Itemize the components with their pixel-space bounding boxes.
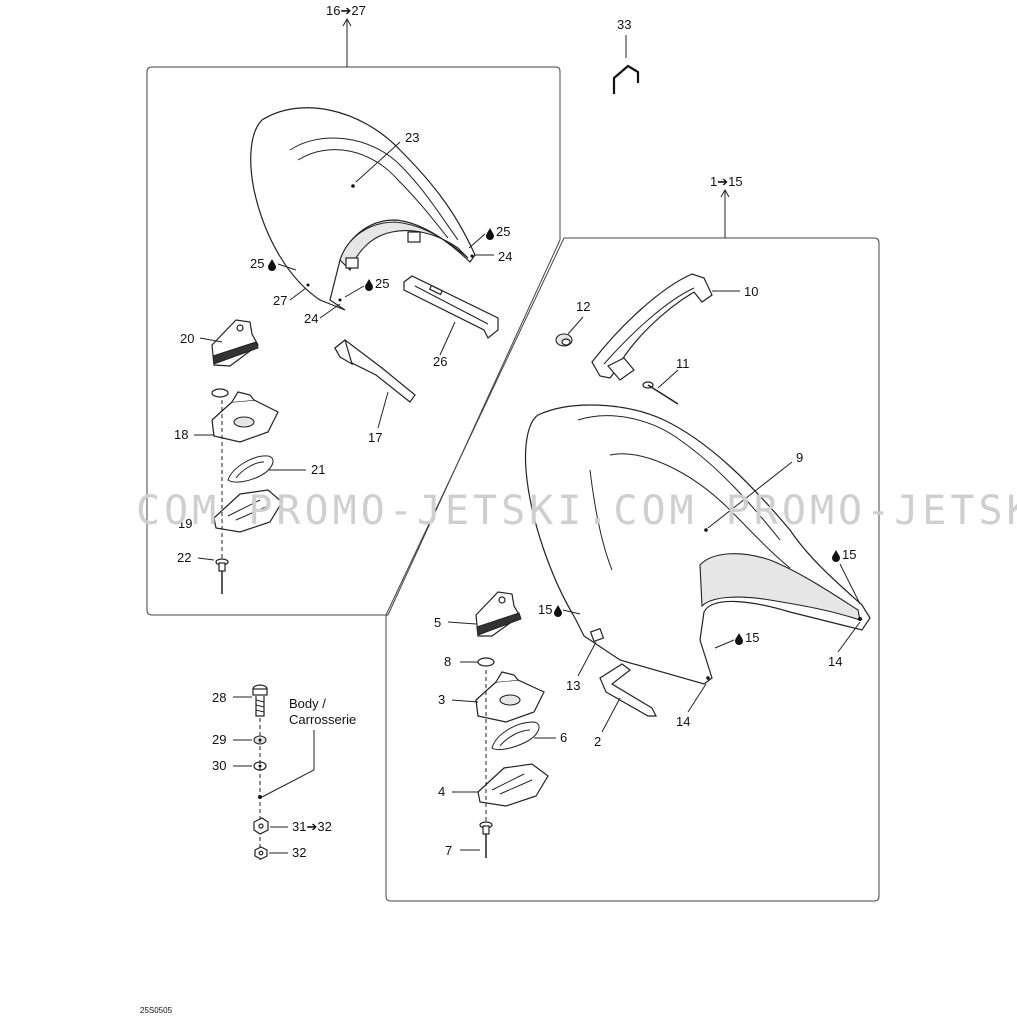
callout-27: 27 (273, 293, 287, 308)
drop-icon (735, 633, 743, 645)
washer (211, 388, 229, 398)
grab-handle-10 (591, 273, 713, 381)
body-label-line1: Body / (289, 696, 326, 711)
callout-8: 8 (444, 654, 451, 669)
drop-icon (268, 259, 276, 271)
allen-key-17 (334, 338, 416, 403)
screw-11 (642, 381, 679, 405)
body-label-line2: Carrosserie (289, 712, 356, 727)
rear-seat-cover-23 (250, 107, 476, 311)
nut-32 (254, 846, 268, 860)
callout-33: 33 (617, 17, 631, 32)
seat-strap-26 (403, 275, 499, 339)
callout-17: 17 (368, 430, 382, 445)
drop-icon (832, 550, 840, 562)
drop-icon (486, 228, 494, 240)
mount-point (258, 795, 262, 799)
callout-22: 22 (177, 550, 191, 565)
callout-19: 19 (178, 516, 192, 531)
latch-lower-4 (477, 763, 549, 807)
latch-lower-19 (213, 489, 283, 533)
spring-6 (491, 721, 540, 751)
callout-26: 26 (433, 354, 447, 369)
callout-4: 4 (438, 784, 445, 799)
cap-12 (555, 333, 573, 347)
callout-30: 30 (212, 758, 226, 773)
callout-20: 20 (180, 331, 194, 346)
callout-21: 21 (311, 462, 325, 477)
rear-seat-frame (146, 17, 561, 616)
callout-7: 7 (445, 843, 452, 858)
rivet-7 (479, 821, 493, 858)
callout-11: 11 (676, 356, 690, 371)
clip-part-33 (612, 64, 640, 94)
callout-10: 10 (744, 284, 758, 299)
latch-base-18 (211, 391, 279, 443)
callout-14: 14 (676, 714, 690, 729)
callout-25: 25 (496, 224, 510, 239)
rivet-22 (215, 558, 229, 594)
watermark: COM PROMO-JETSKI.COM PROMO-JETSK (136, 488, 1017, 534)
callout-9: 9 (796, 450, 803, 465)
front-seat-range-label: 1➔15 (710, 174, 743, 189)
front-seat-9 (524, 404, 871, 685)
callout-15: 15 (745, 630, 759, 645)
callout-2: 2 (594, 734, 601, 749)
callout-15: 15 (842, 547, 856, 562)
bolt-28 (252, 684, 268, 717)
latch-base-3 (475, 671, 545, 723)
callout-12: 12 (576, 299, 590, 314)
callout-3: 3 (438, 692, 445, 707)
front-seat-frame (385, 188, 880, 902)
rear-seat-range-label: 16➔27 (326, 3, 366, 18)
callout-32: 32 (292, 845, 306, 860)
callout-15: 15 (538, 602, 552, 617)
callout-13: 13 (566, 678, 580, 693)
drop-icon (554, 605, 562, 617)
callout-23: 23 (405, 130, 419, 145)
callout-29: 29 (212, 732, 226, 747)
callout-25: 25 (250, 256, 264, 271)
callout-14: 14 (828, 654, 842, 669)
callout-24: 24 (304, 311, 318, 326)
nut-31 (253, 817, 269, 835)
callout-24: 24 (498, 249, 512, 264)
callout-31-32: 31➔32 (292, 819, 332, 834)
latch-20 (211, 319, 259, 367)
callout-6: 6 (560, 730, 567, 745)
spring-21 (227, 455, 274, 483)
callout-28: 28 (212, 690, 226, 705)
callout-18: 18 (174, 427, 188, 442)
washer-8 (477, 657, 495, 667)
drop-icon (365, 279, 373, 291)
callout-25: 25 (375, 276, 389, 291)
callout-5: 5 (434, 615, 441, 630)
latch-5 (475, 591, 522, 637)
allen-key-2 (599, 663, 657, 717)
drawing-number: 25S0505 (140, 1006, 173, 1015)
